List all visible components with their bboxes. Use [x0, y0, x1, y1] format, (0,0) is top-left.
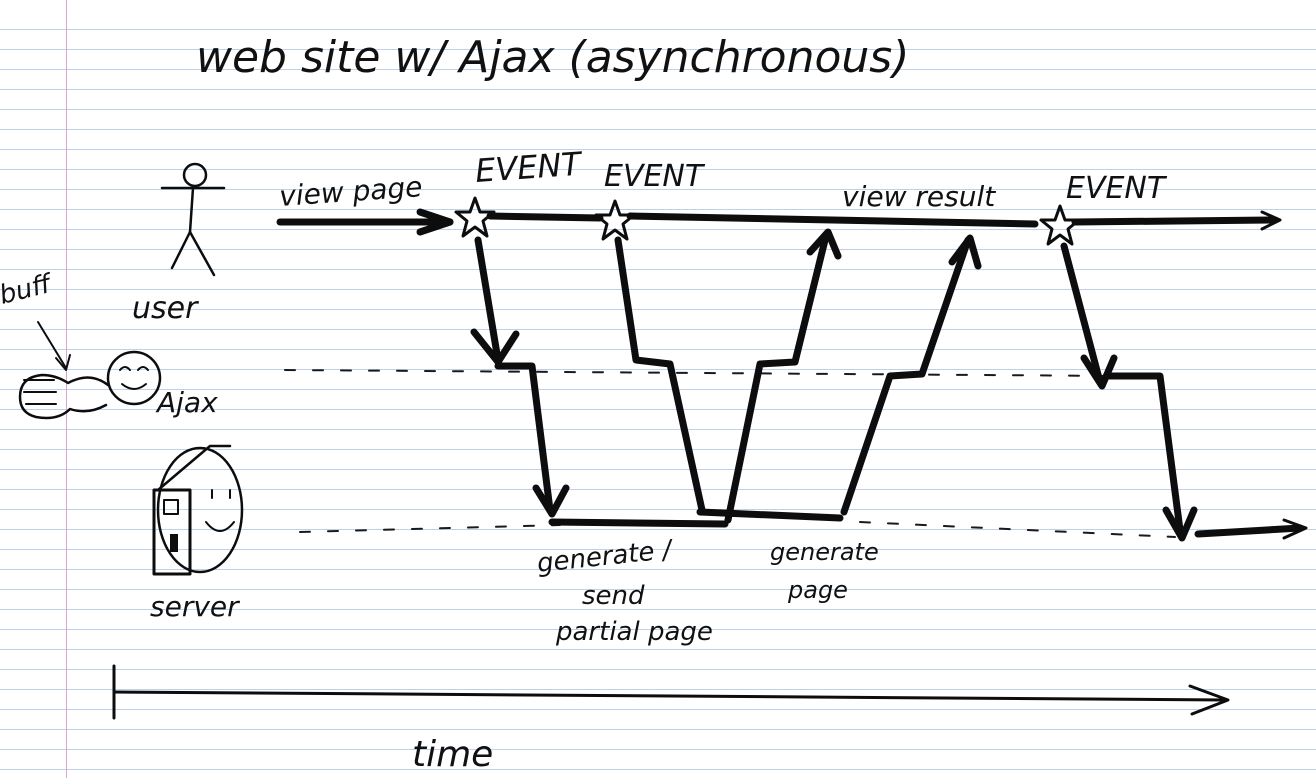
event-label-3: EVENT [1066, 171, 1168, 206]
buff-label: buff [0, 268, 57, 310]
event-star-icon [594, 199, 636, 241]
server-lane-line [299, 521, 1176, 538]
generate-send-label-line-1: generate / [536, 535, 676, 579]
time-axis-arrowhead [1188, 684, 1230, 716]
user-timeline-segment-4 [1071, 216, 1279, 226]
user-timeline-segment-3 [626, 212, 1039, 228]
generate-page-label-line-2: page [787, 576, 848, 604]
generate-send-label-line-3: partial page [555, 617, 713, 647]
user-label: user [132, 291, 199, 326]
event-star-icon [1039, 204, 1081, 246]
ajax-lane-line [284, 369, 1121, 377]
request-flow-1 [470, 228, 842, 528]
user-figure-icon [160, 162, 226, 277]
ajax-character-icon [18, 350, 162, 420]
event-star-icon [454, 196, 496, 238]
view-result-label: view result [842, 180, 996, 213]
event-label-1: EVENT [474, 145, 585, 190]
server-label: server [150, 590, 240, 623]
generate-page-label-line-1: generate [770, 538, 879, 566]
server-character-icon [152, 444, 244, 576]
request-flow-3 [1060, 242, 1308, 542]
time-axis-line [112, 690, 1227, 702]
buff-pointer-arrowhead [55, 354, 71, 371]
margin-line [66, 0, 67, 778]
generate-send-label-line-2: send [582, 581, 645, 611]
user-timeline-segment-2 [486, 212, 604, 222]
view-page-arrowhead [416, 208, 454, 236]
ajax-label: Ajax [155, 386, 218, 419]
buff-pointer-arrow [37, 321, 67, 369]
diagram-title: web site w/ Ajax (asynchronous) [196, 32, 909, 83]
time-axis-label: time [412, 734, 493, 775]
view-page-label: view page [278, 170, 423, 213]
event-label-2: EVENT [604, 159, 706, 194]
user-timeline-arrowhead [1260, 210, 1282, 231]
request-flow-2 [614, 234, 982, 522]
